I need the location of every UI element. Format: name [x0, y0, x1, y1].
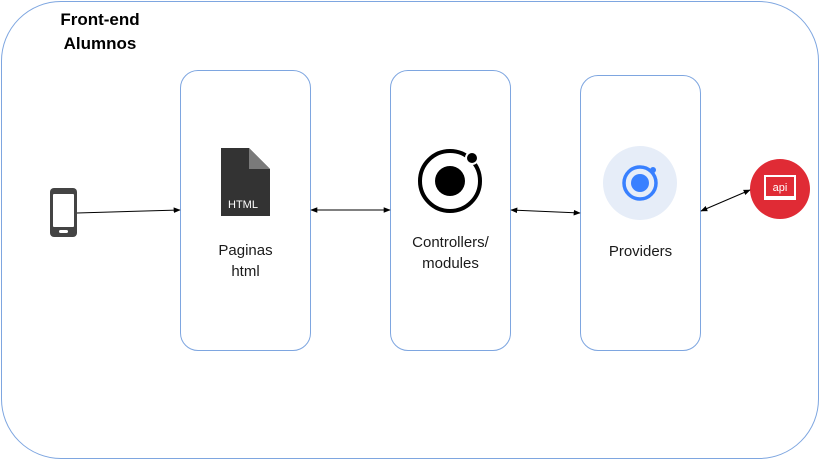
- controllers-providers-arrow: [510, 207, 581, 216]
- html-icon-label: HTML: [228, 199, 258, 211]
- controllers-label-line-2: modules: [422, 255, 479, 272]
- providers-label: Providers: [580, 241, 701, 262]
- pages-label-line-1: Paginas: [218, 242, 273, 259]
- pages-label-line-2: html: [231, 263, 260, 280]
- api-icon: api: [750, 159, 810, 219]
- controllers-label: Controllers/ modules: [380, 232, 521, 274]
- api-icon-label: api: [773, 182, 788, 194]
- pages-label: Paginas html: [180, 240, 311, 282]
- html-file-icon: HTML: [221, 148, 270, 216]
- ionic-logo-icon: [418, 149, 482, 213]
- title-line-1: Front-end: [60, 10, 140, 29]
- providers-icon: [603, 146, 677, 220]
- providers-api-arrow: [700, 189, 751, 212]
- title-line-2: Alumnos: [63, 34, 137, 53]
- controllers-label-line-1: Controllers/: [412, 234, 489, 251]
- phone-to-pages-arrow: [76, 207, 181, 214]
- smartphone-icon: [50, 188, 77, 237]
- providers-label-text: Providers: [608, 243, 673, 260]
- diagram-title: Front-end Alumnos: [40, 8, 160, 56]
